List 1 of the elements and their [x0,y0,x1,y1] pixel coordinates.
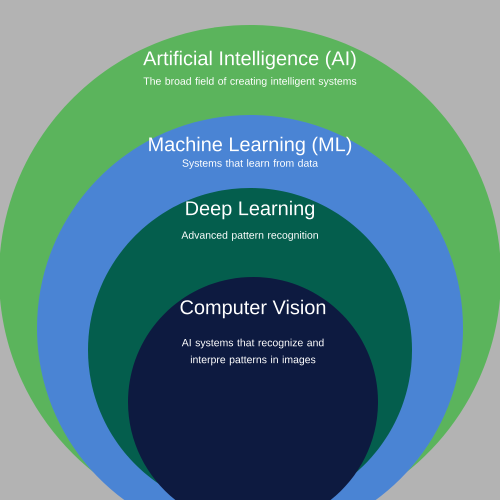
circle-region: Computer Vision AI systems that recognize and interpre patterns in images [128,277,378,500]
